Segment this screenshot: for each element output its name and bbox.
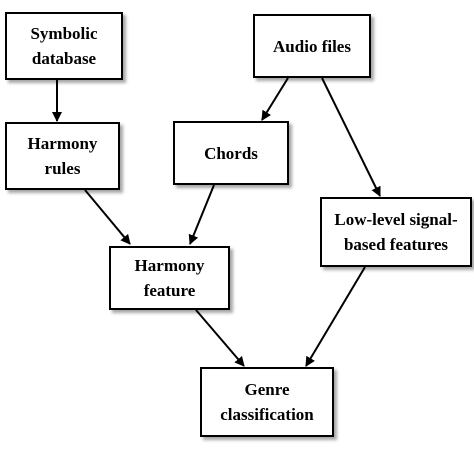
edge-audio-to-low-level [321,77,381,197]
node-label-line: Chords [204,143,258,163]
node-label-line: Genre [244,380,290,399]
node-label-line: Harmony [27,134,98,153]
node-symbolic-database: Symbolic database [5,12,123,80]
node-label-line: Symbolic [30,24,98,43]
node-label-line: rules [44,159,81,178]
node-label-line: based features [343,235,449,254]
edge-low-level-to-genre [305,266,366,367]
node-genre-classification: Genre classification [200,367,334,437]
node-low-level-features: Low-level signal- based features [320,197,472,267]
edge-harmony-rules-to-harmony-feature [84,189,131,245]
node-label-line: feature [143,281,196,300]
node-label-line: Low-level signal- [334,210,458,229]
node-label-line: database [31,49,97,68]
node-harmony-feature: Harmony feature [109,246,230,310]
node-label-line: Harmony [134,256,205,275]
edge-audio-to-chords [261,77,289,121]
node-label-line: Audio files [273,36,351,56]
edge-chords-to-harmony-feature [188,184,215,245]
node-audio-files: Audio files [253,14,371,78]
node-chords: Chords [173,121,289,185]
node-harmony-rules: Harmony rules [5,122,120,190]
edge-harmony-feature-to-genre [195,309,245,367]
node-label-line: classification [220,405,314,424]
